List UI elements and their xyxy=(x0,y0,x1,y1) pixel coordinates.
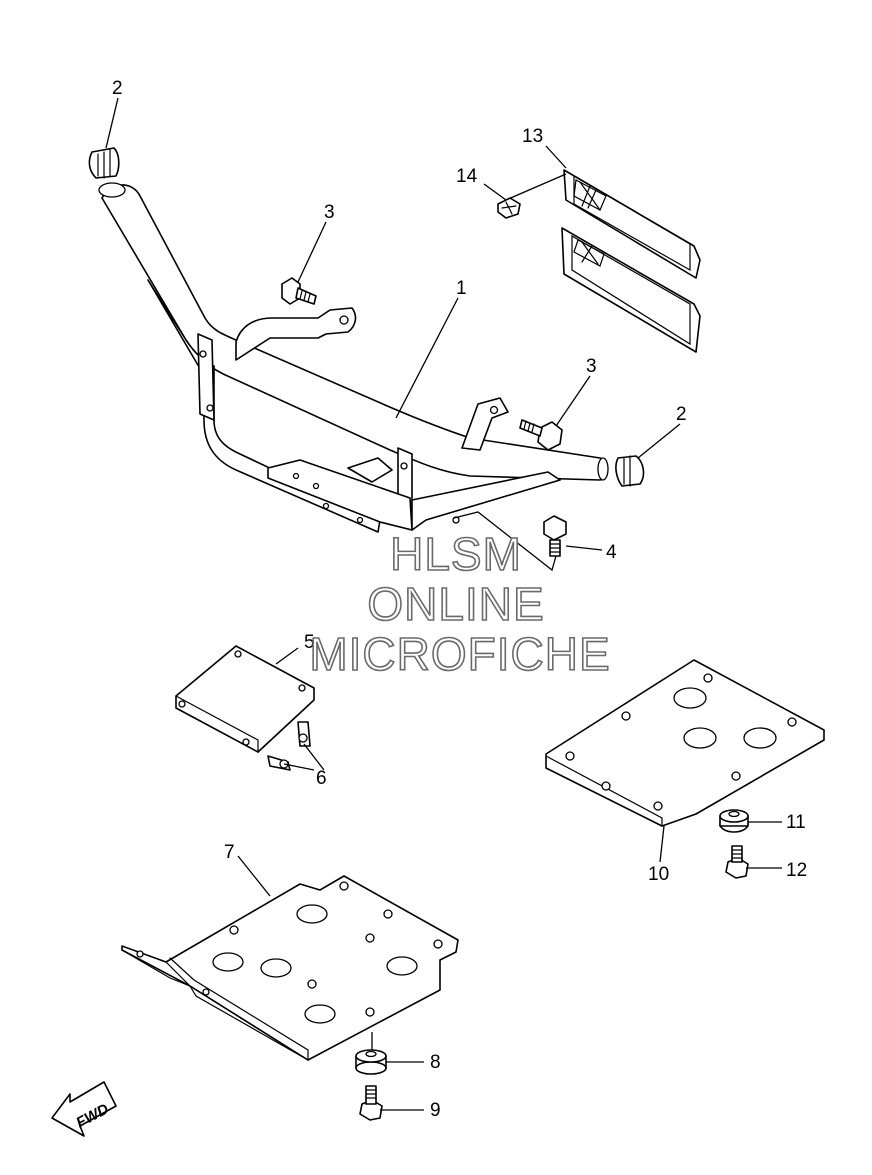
callout-8: 8 xyxy=(430,1052,441,1073)
callout-12: 12 xyxy=(786,860,807,881)
callout-14: 14 xyxy=(456,166,478,187)
fwd-arrow-icon: FWD xyxy=(51,1081,117,1137)
bolt-3-left xyxy=(281,277,317,305)
callout-11: 11 xyxy=(786,812,806,833)
watermark: HLSM ONLINE MICROFICHE xyxy=(309,527,611,681)
callout-7: 7 xyxy=(224,842,235,863)
callout-labels: 2 3 1 13 14 3 2 4 5 6 7 8 9 10 11 12 xyxy=(112,78,807,1121)
callout-3-right: 3 xyxy=(586,356,597,377)
damper-8 xyxy=(355,1049,387,1075)
watermark-line-2: ONLINE xyxy=(367,578,544,630)
callout-2-top: 2 xyxy=(112,78,123,99)
callout-10: 10 xyxy=(648,864,669,885)
leader-lines xyxy=(105,97,782,1111)
bolt-3-right xyxy=(519,419,563,451)
end-cap-right xyxy=(615,455,645,487)
watermark-line-3: MICROFICHE xyxy=(309,628,610,680)
front-guard-frame xyxy=(98,182,609,533)
end-cap-left xyxy=(88,147,120,179)
callout-13: 13 xyxy=(522,126,543,147)
mesh-grille-13 xyxy=(561,169,701,353)
callout-4: 4 xyxy=(606,542,617,563)
screw-14 xyxy=(497,197,521,219)
callout-2-right: 2 xyxy=(676,404,687,425)
bolt-9 xyxy=(359,1085,383,1121)
callout-6: 6 xyxy=(316,768,327,789)
clip-6 xyxy=(267,721,311,771)
bolt-12 xyxy=(725,845,749,879)
damper-11 xyxy=(719,809,749,833)
callout-9: 9 xyxy=(430,1100,441,1121)
callout-1: 1 xyxy=(456,278,467,299)
skid-plate-10 xyxy=(545,659,825,827)
watermark-line-1: HLSM xyxy=(390,528,522,580)
skid-plate-7 xyxy=(121,875,459,1062)
callout-5: 5 xyxy=(304,632,315,653)
guard-plate-5 xyxy=(175,645,315,754)
callout-3-left: 3 xyxy=(324,202,335,223)
bolt-4 xyxy=(543,515,567,557)
